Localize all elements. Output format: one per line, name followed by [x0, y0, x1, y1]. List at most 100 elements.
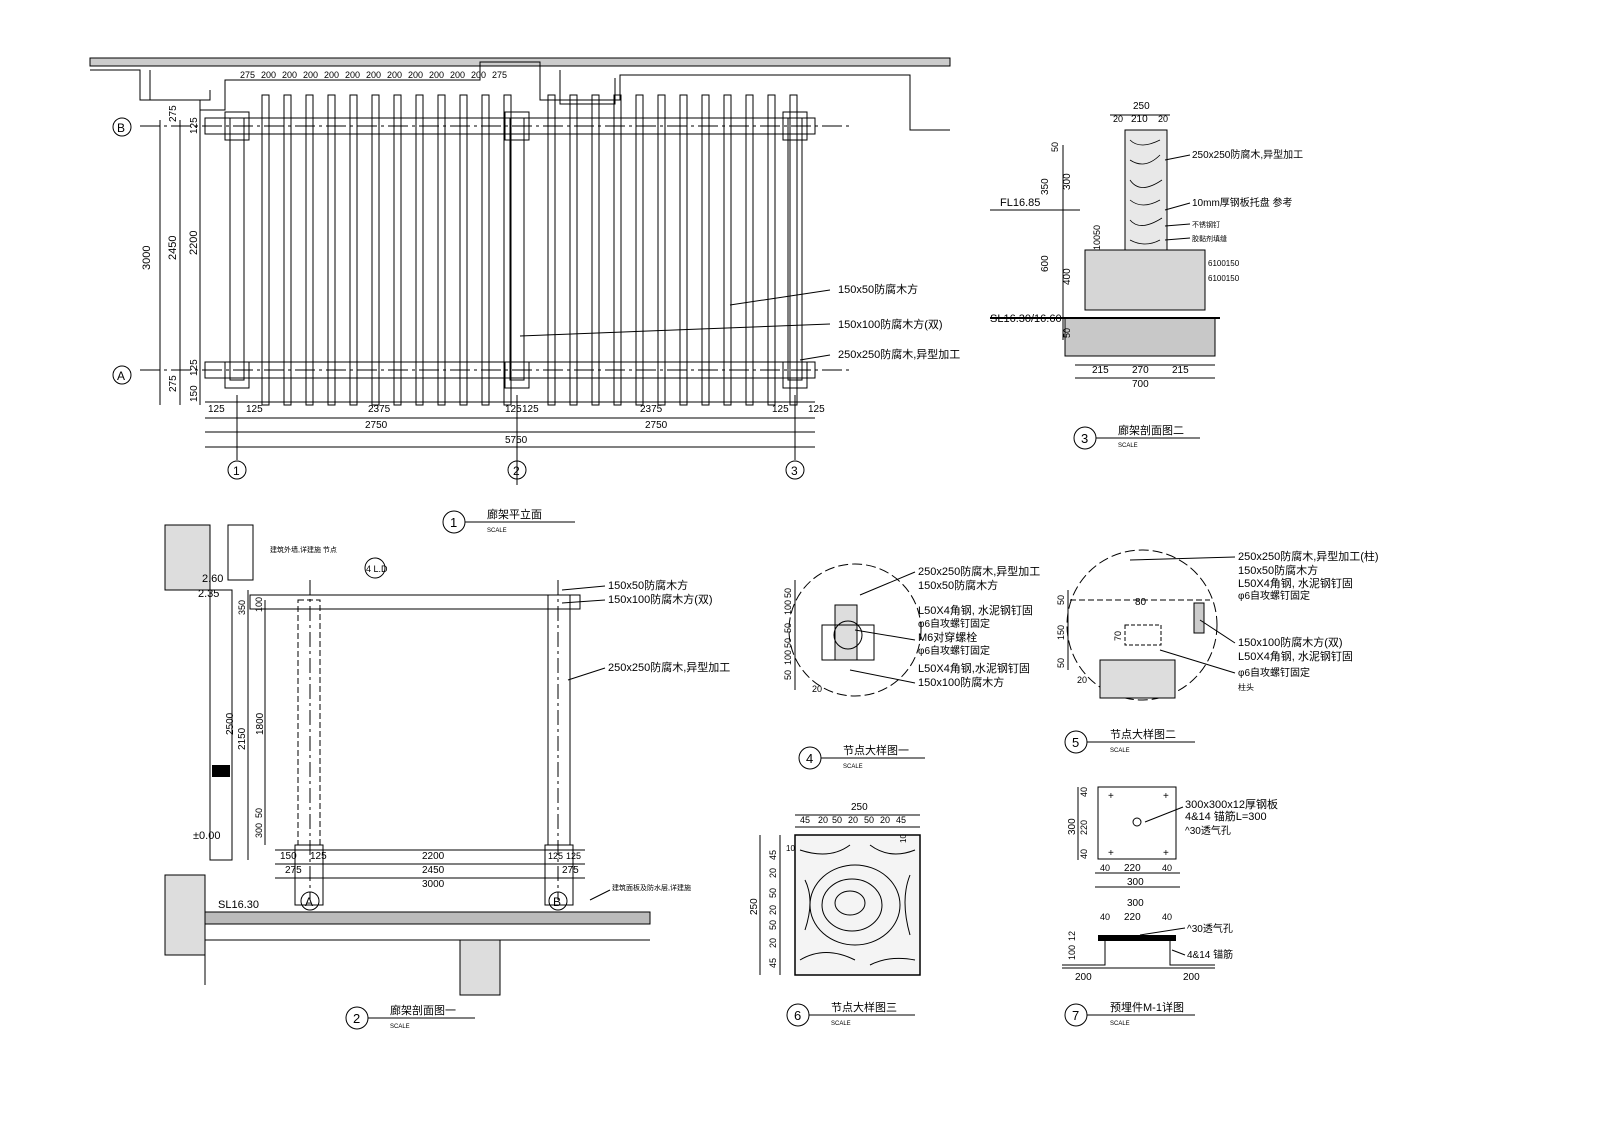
girder-3 [787, 117, 803, 381]
d7-leader-1 [1144, 806, 1184, 823]
title-no-4: 4 [806, 751, 813, 766]
level-260: 2.60 [202, 573, 223, 585]
sec2-b-125c: 125 [566, 851, 581, 861]
sec3-side-10050: 10050 [1092, 225, 1102, 250]
rafter [459, 94, 468, 406]
sec2-axis-a-bubble [300, 891, 320, 911]
d5-label-1: 250x250防腐木,异型加工(柱) [1238, 549, 1379, 563]
leader-250x250 [799, 354, 831, 361]
rafter [679, 94, 688, 406]
d6-small-2: 10 [899, 834, 908, 843]
grain-ring-2 [821, 878, 883, 932]
plan-top-dim: 200 [408, 70, 423, 80]
sec3-side-600: 600 [1040, 255, 1051, 272]
d7-plate-label: 300x300x12厚钢板 [1185, 797, 1278, 811]
d7-sec-40b: 40 [1162, 912, 1172, 922]
dim-150: 150 [189, 385, 200, 402]
sec3-side-50b: 50 [1062, 328, 1072, 338]
axis-bubble-b [112, 117, 132, 137]
detail5-beam [1193, 602, 1205, 634]
sec3-side-350: 350 [1040, 178, 1051, 195]
rafter [745, 94, 754, 406]
d5-label-3: L50X4角钢, 水泥钢钉固 [1238, 577, 1353, 590]
sec2-2500: 2500 [225, 712, 236, 735]
sec3-level-fl: FL16.85 [1000, 197, 1040, 209]
wall-outline [90, 61, 950, 131]
d7-leader-2 [1139, 927, 1186, 936]
rafter [723, 94, 732, 406]
sec3-label-4: 胶黏剂填缝 [1192, 234, 1227, 243]
rafter [767, 94, 776, 406]
d7-sec-hole: ^30透气孔 [1187, 922, 1233, 935]
anchor-bars [1062, 941, 1215, 966]
d5-dim-50a: 50 [1056, 595, 1066, 605]
sec2-axis-a: A [305, 895, 313, 909]
d6-side-dim: 45 [768, 850, 778, 860]
column-1a [224, 361, 250, 389]
d6-top-dim: 20 [880, 815, 890, 825]
d7-sec-100: 100 [1067, 945, 1077, 960]
d7-side-40b: 40 [1079, 849, 1089, 859]
d6-side-dim: 20 [768, 868, 778, 878]
dim-2450: 2450 [167, 236, 179, 260]
grain-ring-3 [834, 890, 866, 916]
top-beam [249, 594, 581, 610]
d4-dim-3: 50 [783, 623, 793, 633]
plan-top-dim: 200 [387, 70, 402, 80]
d7-side-220: 220 [1079, 820, 1089, 835]
d6-side-dim: 45 [768, 958, 778, 968]
detail-view-4: 250x250防腐木,异型加工 150x50防腐木方 L50X4角钢, 水泥钢钉… [783, 563, 1040, 770]
d7-plan-40a: 40 [1100, 863, 1110, 873]
sec2-b-2200: 2200 [422, 851, 445, 862]
detail4-plate [821, 624, 875, 661]
leader-150x100 [519, 323, 831, 337]
sec2-b-150: 150 [280, 851, 297, 862]
dim-2200: 2200 [188, 231, 200, 255]
slab-base [1064, 317, 1216, 357]
label-150x50: 150x50防腐木方 [838, 282, 918, 296]
sec3-label-1: 250x250防腐木,异型加工 [1192, 148, 1303, 161]
dim-b-2375b: 2375 [640, 404, 663, 415]
sec2-b-275b: 275 [562, 865, 579, 876]
rafter [437, 94, 446, 406]
bolt-1: + [1108, 791, 1114, 802]
rafter [415, 94, 424, 406]
title-3: 廊架剖面图二 [1118, 423, 1184, 437]
column-b [547, 594, 571, 846]
scale-3: SCALE [1118, 443, 1138, 449]
level-sl2: SL16.30 [218, 899, 259, 911]
title-4: 节点大样图一 [843, 743, 909, 757]
sec3-label-3: 不锈钢钉 [1192, 220, 1220, 229]
rafter [393, 94, 402, 406]
wall-cladding [227, 524, 254, 581]
d5-dim-80: 80 [1135, 597, 1147, 608]
sec3-side-50: 50 [1050, 142, 1060, 152]
rafter [481, 94, 490, 406]
sec2-b-275a: 275 [285, 865, 302, 876]
rafter [789, 94, 798, 406]
d7-side-40a: 40 [1079, 787, 1089, 797]
sec3-level-sl: SL16.30/16.60 [990, 313, 1062, 325]
vent-hole [1132, 817, 1142, 827]
grid-bubble-3 [785, 460, 805, 480]
d4-dim-4: 50 [783, 638, 793, 648]
sec2-350: 350 [237, 600, 247, 615]
detail-view-5: 250x250防腐木,异型加工(柱) 150x50防腐木方 L50X4角钢, 水… [1056, 549, 1379, 754]
level-000: ±0.00 [193, 830, 220, 842]
d7-leader-3 [1171, 949, 1186, 956]
sec2-axis-b-bubble [548, 891, 568, 911]
sec3-top-20a: 20 [1113, 114, 1123, 124]
d4-label-3: L50X4角钢, 水泥钢钉固 [918, 604, 1033, 617]
axis-label-a: A [117, 369, 125, 383]
sec2-label-1: 150x50防腐木方 [608, 578, 688, 592]
detail4-circle [788, 563, 922, 697]
label-150x100: 150x100防腐木方(双) [838, 317, 943, 331]
slab-note-leader [589, 889, 611, 901]
d5-label-2: 150x50防腐木方 [1238, 563, 1318, 577]
grid-label-1: 1 [233, 464, 240, 478]
rafter [327, 94, 336, 406]
d5-label-6: L50X4角钢, 水泥钢钉固 [1238, 650, 1353, 663]
d7-sec-anchor: 4&14 锚筋 [1187, 948, 1233, 961]
